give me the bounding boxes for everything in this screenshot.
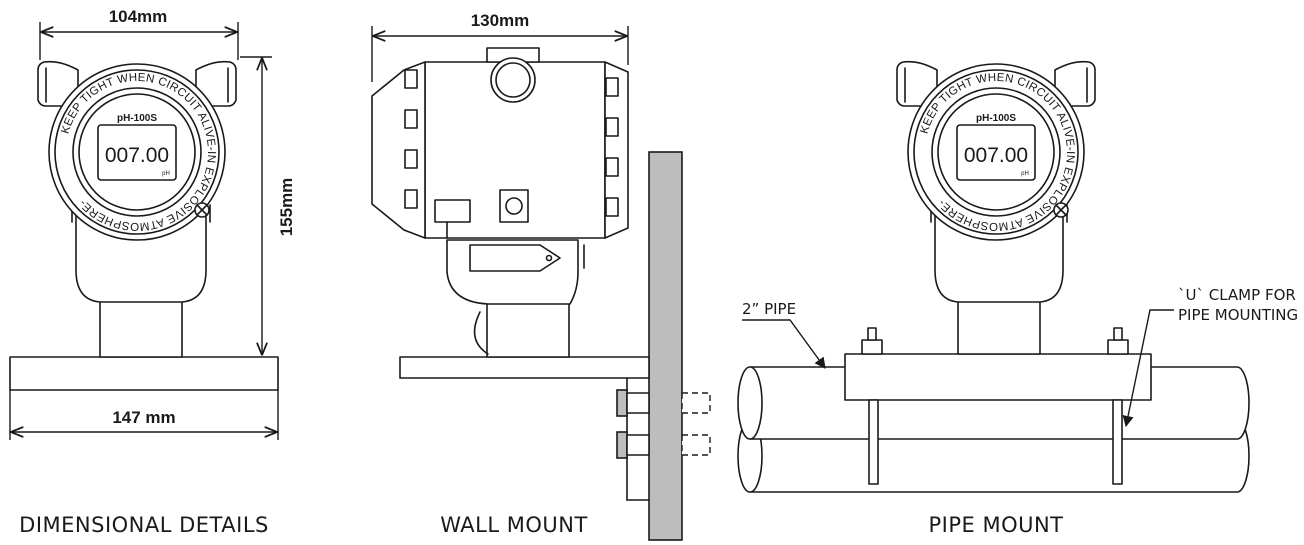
side-width-dimension: 130mm <box>471 11 530 30</box>
wall <box>648 151 683 541</box>
caption-dimensional-details: DIMENSIONAL DETAILS <box>19 513 269 537</box>
neck <box>99 299 183 358</box>
top-width-dimension: 104mm <box>109 7 168 26</box>
display-reading: 007.00 <box>105 144 169 167</box>
nameplate <box>469 244 561 272</box>
u-clamp-right <box>1112 399 1123 485</box>
bolt-upper <box>681 392 711 414</box>
side-cap-left <box>371 61 426 239</box>
u-clamp-left <box>868 399 879 485</box>
pipe-model-label: pH-100S <box>976 113 1016 124</box>
bolt-head-upper <box>616 389 628 417</box>
caption-wall-mount: WALL MOUNT <box>440 513 588 537</box>
clamp-label-line1: `U` CLAMP FOR <box>1178 286 1296 304</box>
height-dimension: 155mm <box>277 178 296 237</box>
wall-bracket <box>399 356 650 379</box>
base-plate <box>9 356 279 391</box>
right-lug <box>195 60 237 107</box>
clamp-label-line2: PIPE MOUNTING <box>1178 306 1298 324</box>
conduit-entry <box>490 57 536 103</box>
pipe-bracket <box>844 353 1152 401</box>
front-view-dimensional: KEEP TIGHT WHEN CIRCUIT ALIVE-IN EXPLOSI… <box>9 7 296 537</box>
display-window <box>97 124 177 181</box>
left-lug <box>37 60 79 107</box>
bolt-head-lower <box>616 431 628 459</box>
bolt-lower <box>681 434 711 456</box>
side-cap-right <box>604 61 629 239</box>
caption-pipe-mount: PIPE MOUNT <box>928 513 1063 537</box>
pipe-display-unit: pH <box>1021 171 1029 177</box>
pipe-display-window <box>956 124 1036 181</box>
model-label: pH-100S <box>117 113 157 124</box>
pipe-display-reading: 007.00 <box>964 144 1028 167</box>
side-view-wall-mount: 130mm WALL MOUNT <box>371 11 711 541</box>
pipe-label: 2” PIPE <box>742 300 796 318</box>
display-unit: pH <box>162 171 170 177</box>
pipe-mount-view: KEEP TIGHT WHEN CIRCUIT ALIVE-IN EXPLOSI… <box>737 60 1298 537</box>
base-width-dimension: 147 mm <box>112 408 175 427</box>
side-neck <box>486 299 570 358</box>
